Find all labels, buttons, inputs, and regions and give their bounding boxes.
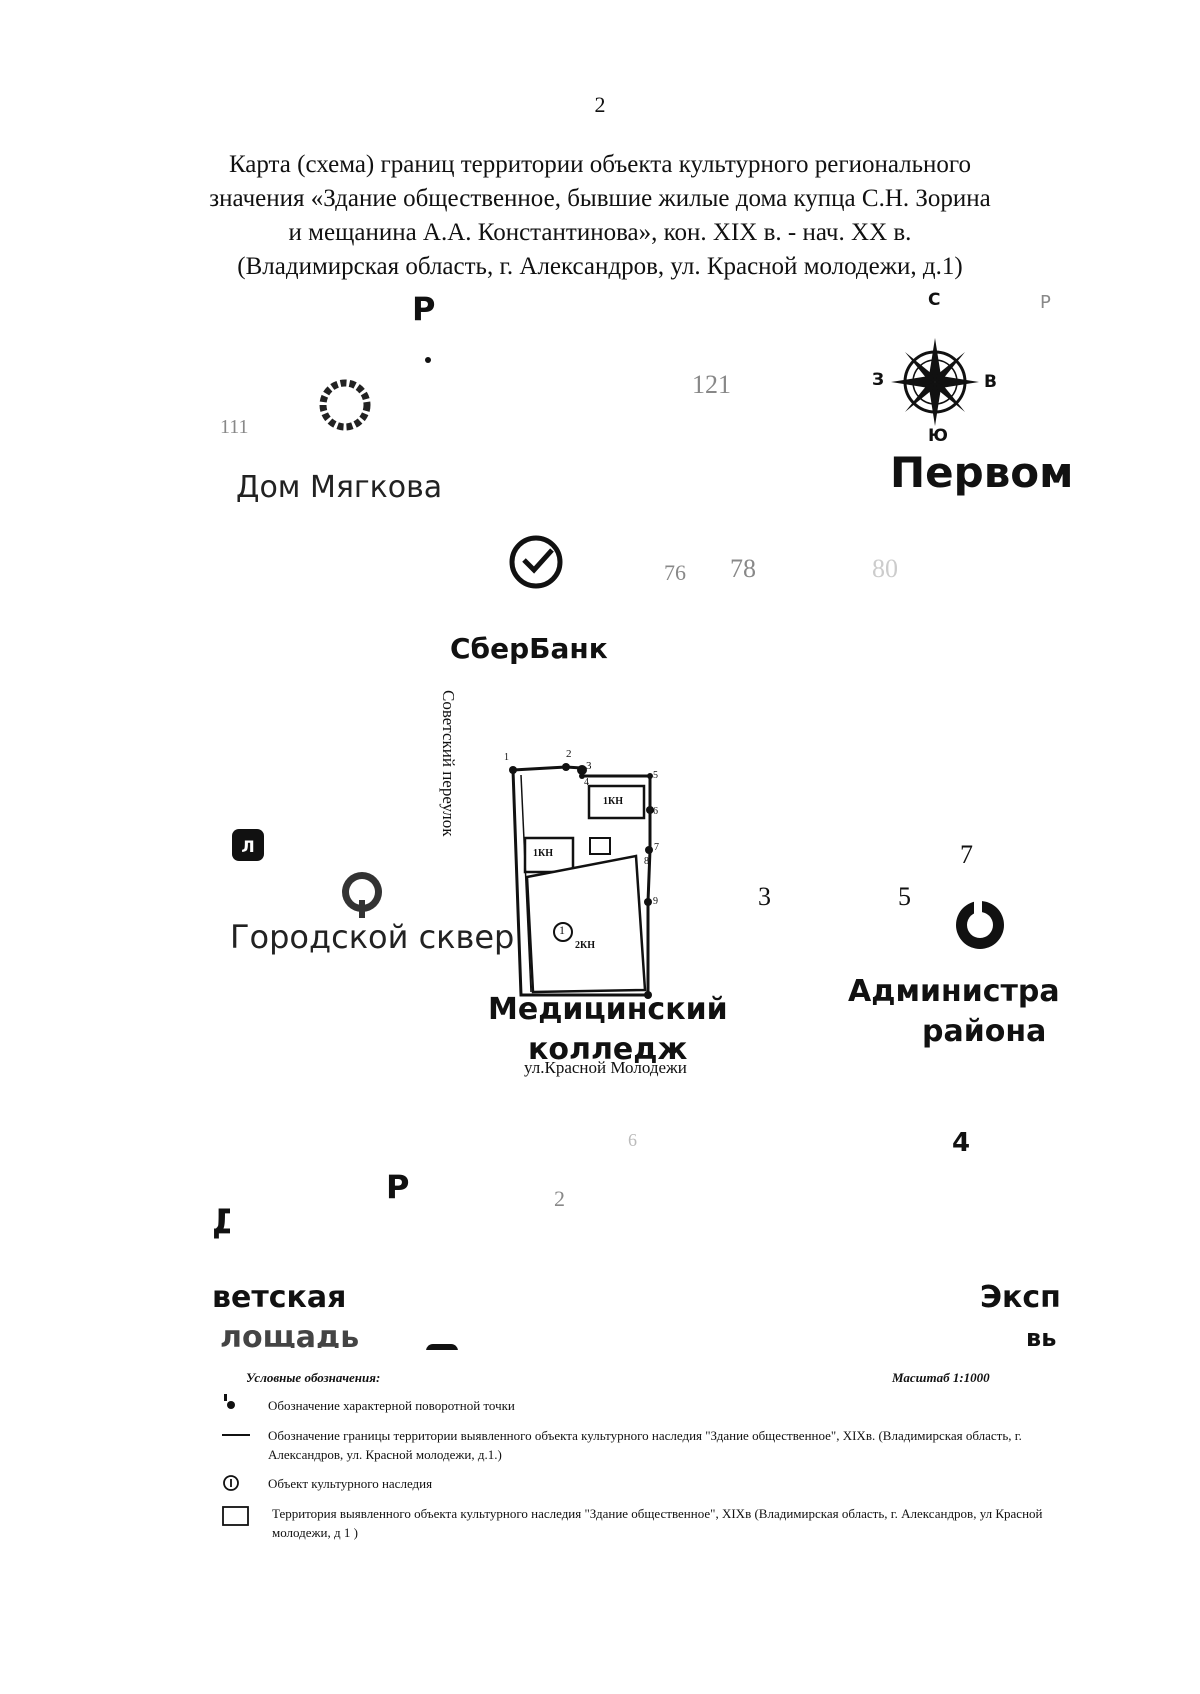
compass-south: Ю [928,426,948,446]
sberbank-logo-icon [509,535,563,589]
point-label-7: 7 [654,842,659,853]
legend-item-turning-point: Обозначение характерной поворотной точки [224,1394,1068,1415]
house-number-121: 121 [692,370,731,399]
compass-west: З [872,370,885,390]
house-number-78: 78 [730,554,756,583]
point-label-9: 9 [653,896,658,907]
turning-point [644,991,652,999]
house-number-80: 80 [872,554,898,583]
title-line-1: Карта (схема) границ территории объекта … [228,151,972,178]
map-label-sovetskaya-1: ветская [212,1280,347,1315]
building-label-upper: 1КН [603,796,624,807]
turning-point [577,765,587,775]
small-annex [589,837,611,855]
map-label-dom-myagkova: Дом Мягкова [236,470,443,505]
compass-east: В [984,372,997,392]
bus-stop-icon: Л [232,829,264,861]
map-label-exp-1: Экспо [980,1280,1062,1315]
turning-point [644,898,652,906]
map: Л Л [0,290,1200,1352]
map-fragment-right: Р [1040,292,1051,313]
map-label-sovetskaya-2: лощадь [220,1320,360,1348]
map-letter-left: Д [212,1202,230,1242]
map-letter-p-bottom: Р [386,1168,410,1206]
house-number-5: 5 [898,882,911,911]
point-label-6: 6 [653,806,658,817]
point-label-3: 3 [586,760,592,772]
street-sovetsky-pereulok: Советский переулок [439,690,458,837]
turning-point-legend-icon [224,1394,235,1409]
legend-text-heritage-object: Объект культурного наследия [268,1476,433,1491]
map-fragment-111: 111 [220,416,249,438]
turning-point [647,773,653,779]
heritage-object-icon [553,922,573,942]
street-krasnoy-molodezhi: ул.Красной Молодежи [524,1058,687,1077]
point-label-2: 2 [566,748,572,760]
document-title: Карта (схема) границ территории объекта … [150,148,1050,284]
legend-header: Условные обозначения: [246,1370,381,1385]
map-label-med-college-2: колледж [528,1032,688,1067]
boundary-line-legend-icon [222,1434,250,1436]
turning-point [645,846,653,854]
map-label-med-college-1: Медицинский [488,992,728,1027]
legend-text-boundary: Обозначение границы территории выявленно… [268,1428,1022,1462]
house-number-76: 76 [664,560,686,585]
map-label-pervom: Первом [890,448,1074,497]
territory-legend-icon [222,1506,249,1526]
map-letter-p-top: Р [412,290,436,328]
title-line-4: (Владимирская область, г. Александров, у… [237,253,963,280]
bus-stop-icon-2: Л [426,1344,458,1350]
point-label-5: 5 [653,770,658,781]
object-number: 1 [559,923,565,937]
main-building [525,854,647,994]
map-label-exp-2: вь [1026,1324,1057,1352]
compass-north: С [928,290,941,310]
house-number-2: 2 [554,1186,565,1211]
turning-point [579,773,585,779]
legend-text-turning-point: Обозначение характерной поворотной точки [268,1398,515,1413]
map-label-administration-1: Администрац [848,974,1060,1009]
map-label-gorodskoy-skver: Городской сквер [230,918,515,956]
legend-text-territory: Территория выявленного объекта культурно… [272,1506,1043,1540]
point-label-8: 8 [644,856,649,867]
point-label-1: 1 [504,752,509,763]
administration-logo-icon [956,901,1004,949]
park-icon [319,379,371,431]
compass-rose-icon [891,338,979,426]
legend-item-territory: Территория выявленного объекта культурно… [222,1504,1072,1542]
main-building-label: 2КН [575,940,596,951]
legend-item-heritage-object: Объект культурного наследия [223,1474,1068,1493]
map-label-administration-2: района [922,1014,1047,1049]
house-number-4: 4 [952,1128,971,1158]
map-graphics: Л Л [232,338,1004,1350]
house-number-7: 7 [960,840,973,869]
svg-text:Л: Л [241,837,254,856]
map-label-sberbank: СберБанк [450,632,608,665]
building-label-left: 1КН [533,848,554,859]
territory-plot [509,763,654,999]
house-number-3: 3 [758,882,771,911]
turning-point [646,806,654,814]
heritage-object-legend-icon [223,1475,239,1491]
legend-scale: Масштаб 1:1000 [892,1370,990,1385]
title-line-2: значения «Здание общественное, бывшие жи… [209,185,991,212]
title-line-3: и мещанина А.А. Константинова», кон. XIX… [288,219,912,246]
point-label-4: 4 [584,777,589,788]
building-1kn-upper [587,784,646,820]
legend-item-boundary: Обозначение границы территории выявленно… [222,1426,1068,1464]
pin-icon [425,357,431,363]
house-number-6: 6 [628,1130,637,1150]
turning-point [509,766,517,774]
tree-icon [342,872,382,918]
page-number: 2 [594,92,606,117]
turning-point [562,763,570,771]
